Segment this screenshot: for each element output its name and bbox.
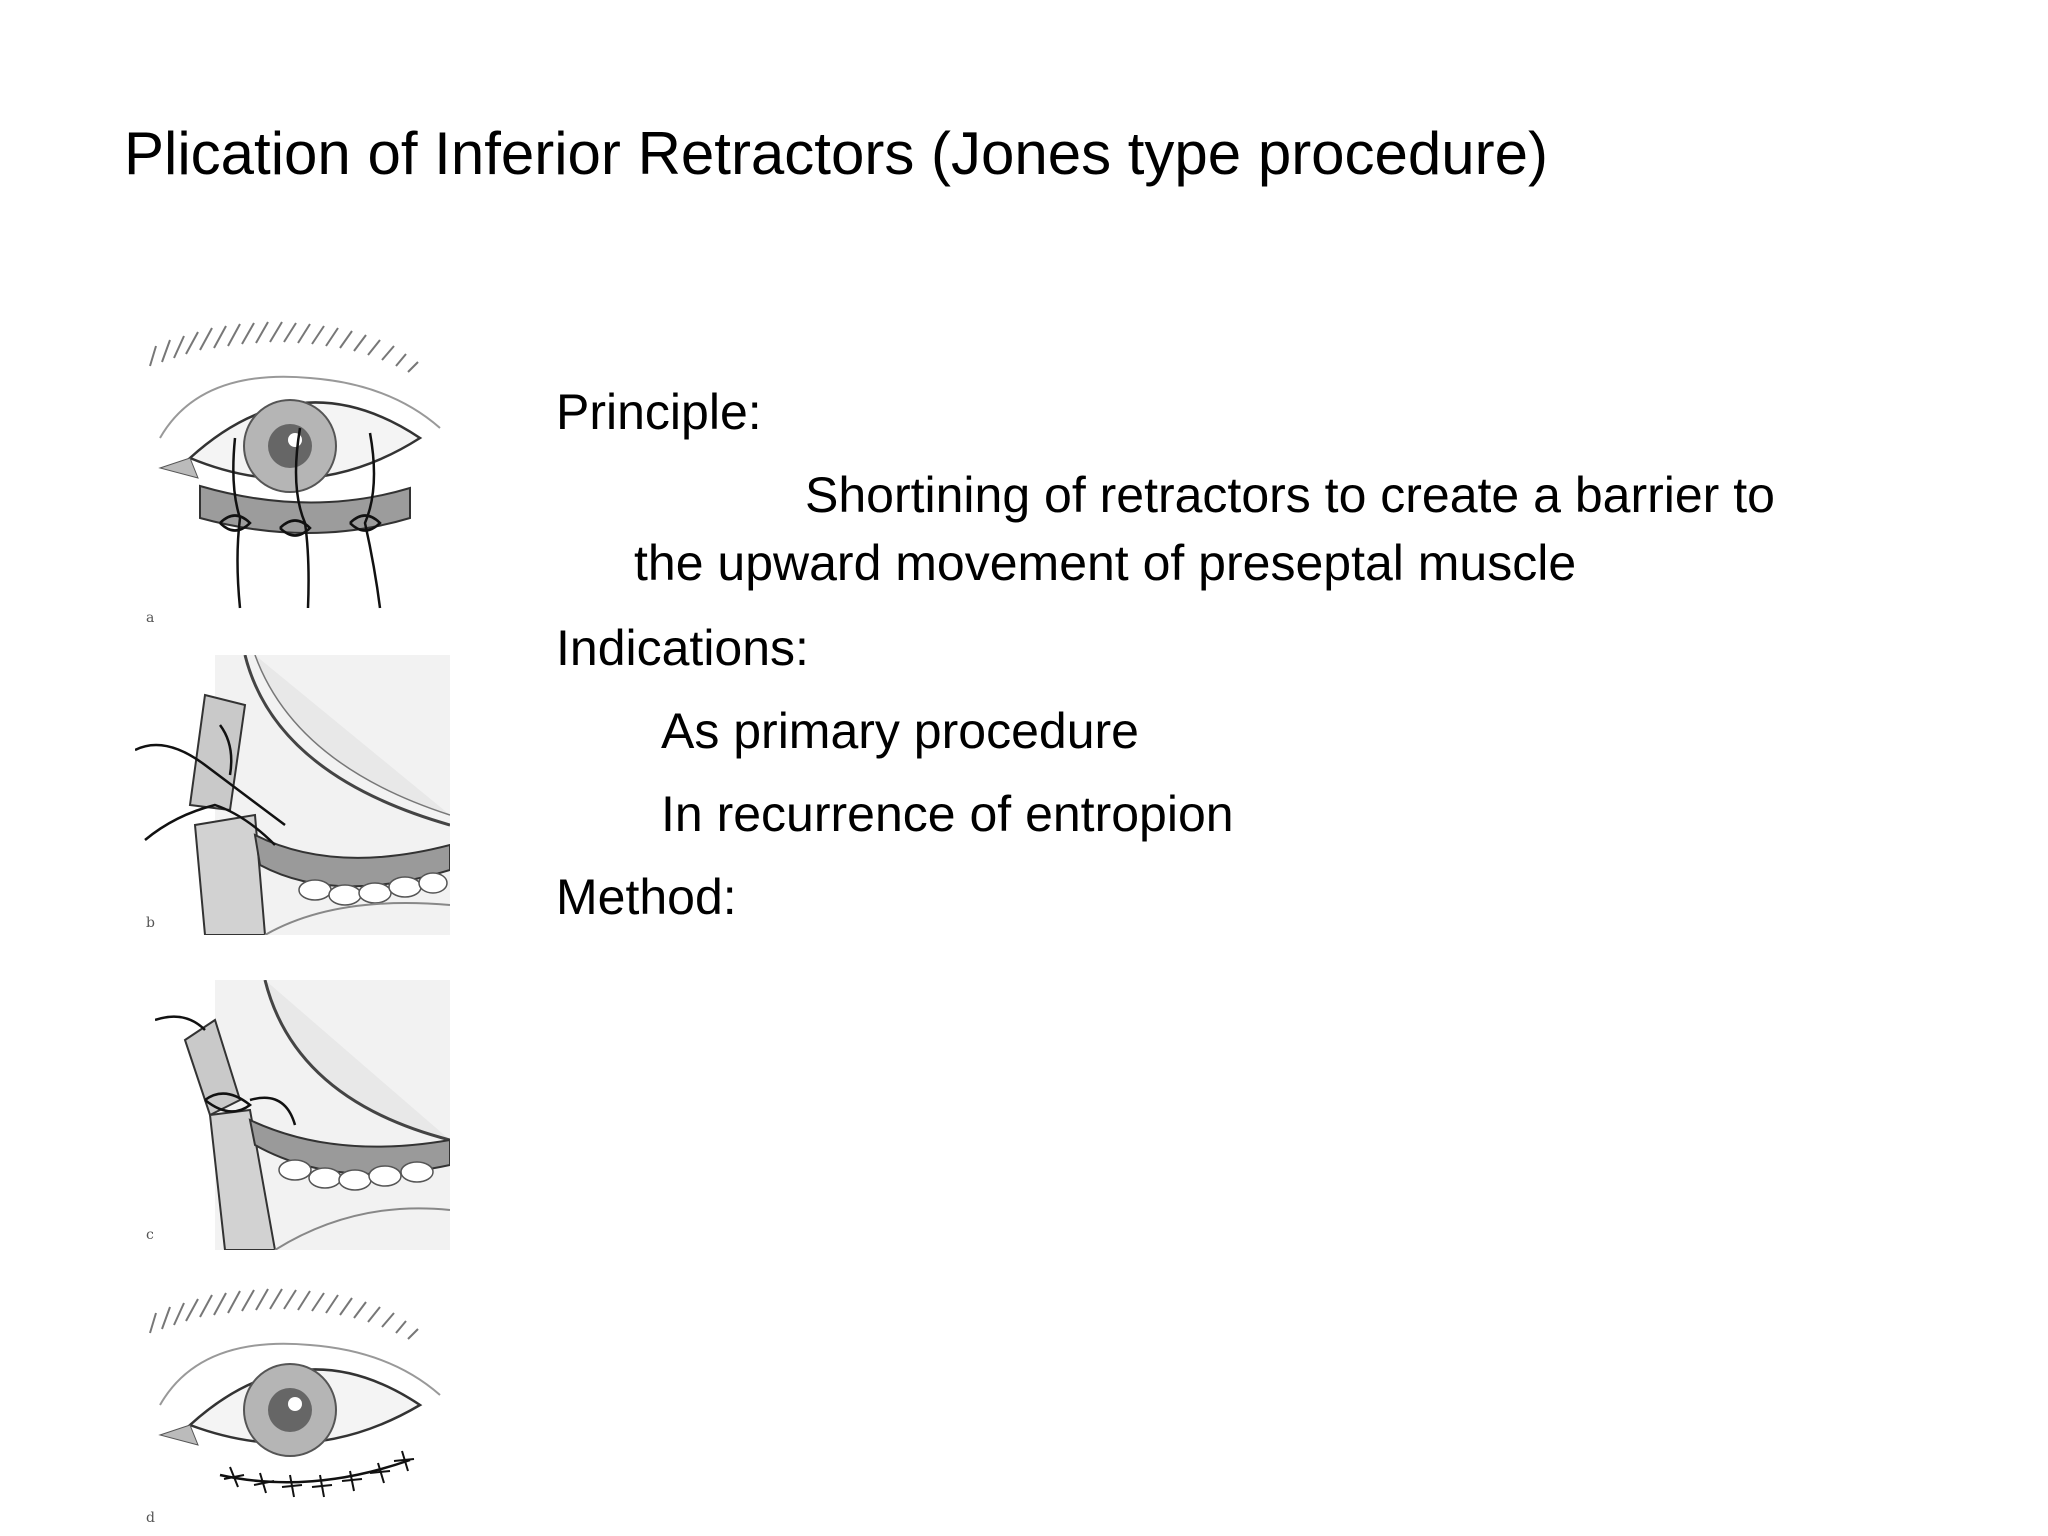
slide-title: Plication of Inferior Retractors (Jones … (124, 120, 1548, 187)
figure-panel-a (140, 318, 470, 618)
eye-closed-incision-illustration (149, 1288, 441, 1498)
eye-sutures-illustration (149, 321, 441, 609)
principle-text-line2: the upward movement of preseptal muscle (634, 535, 1577, 591)
eyelid-cross-section-plicated-illustration (155, 980, 450, 1250)
panel-label-a: a (146, 610, 155, 626)
principle-heading: Principle: (556, 384, 762, 440)
eyelid-cross-section-illustration (135, 655, 450, 935)
figure-panel-d (140, 1285, 470, 1520)
indication-item: In recurrence of entropion (661, 786, 1234, 842)
figure-panel-b (135, 655, 450, 935)
method-heading: Method: (556, 869, 737, 925)
figure-panel-c (155, 980, 450, 1250)
panel-label-c: c (146, 1227, 154, 1243)
panel-label-b: b (146, 915, 155, 931)
principle-text-line1: Shortining of retractors to create a bar… (805, 467, 1775, 523)
indication-item: As primary procedure (661, 703, 1139, 759)
indications-heading: Indications: (556, 620, 809, 676)
panel-label-d: d (146, 1510, 155, 1526)
